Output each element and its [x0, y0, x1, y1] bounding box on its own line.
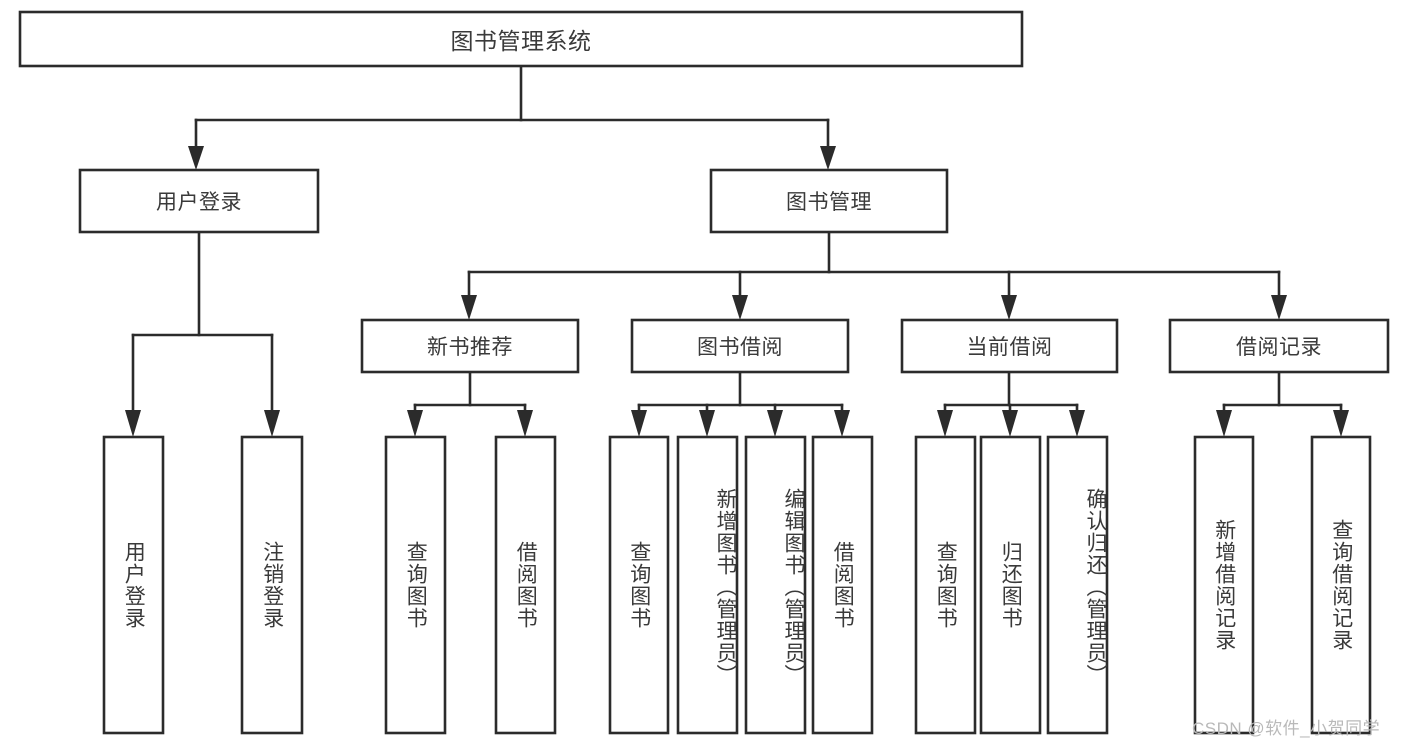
node-box-current-borrow[interactable] [900, 318, 1119, 374]
leaf-box-book-borrow-0[interactable] [608, 435, 670, 735]
leaf-box-user-login-0[interactable] [102, 435, 165, 735]
leaf-box-borrow-record-0[interactable] [1193, 435, 1255, 735]
leaf-box-book-borrow-3[interactable] [811, 435, 874, 735]
node-box-book-borrow[interactable] [630, 318, 850, 374]
node-box-user-login[interactable] [78, 168, 320, 234]
node-box-book-management[interactable] [709, 168, 949, 234]
leaf-box-book-borrow-1[interactable] [676, 435, 739, 735]
node-box-new-book-recommend[interactable] [360, 318, 580, 374]
connector-borrowrecord-to-leaves [1216, 370, 1349, 437]
leaf-box-current-borrow-1[interactable] [979, 435, 1042, 735]
connector-newbook-to-leaves [407, 370, 533, 437]
leaf-box-current-borrow-2[interactable] [1046, 435, 1109, 735]
leaf-box-user-login-1[interactable] [240, 435, 304, 735]
connector-userlogin-to-leaves [125, 230, 280, 437]
node-box-root[interactable] [18, 10, 1024, 68]
connector-currentborrow-to-leaves [937, 370, 1085, 437]
connector-bookmgmt-to-level3 [461, 230, 1287, 320]
connector-root-to-level2 [188, 64, 836, 170]
leaf-box-new-book-1[interactable] [494, 435, 557, 735]
leaf-box-new-book-0[interactable] [384, 435, 447, 735]
leaf-box-current-borrow-0[interactable] [914, 435, 977, 735]
connector-bookborrow-to-leaves [631, 370, 850, 437]
node-box-borrow-record[interactable] [1168, 318, 1390, 374]
leaf-box-borrow-record-1[interactable] [1310, 435, 1372, 735]
leaf-box-book-borrow-2[interactable] [744, 435, 807, 735]
csdn-watermark: CSDN @软件_小贺同学 [1192, 719, 1381, 738]
